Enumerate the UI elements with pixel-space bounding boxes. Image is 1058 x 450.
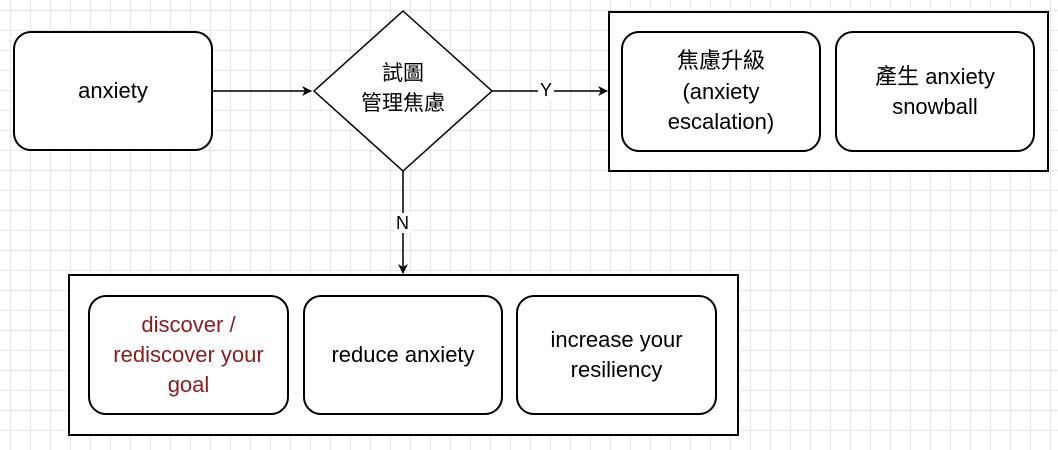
- node-anxiety-label: anxiety: [78, 78, 148, 103]
- edge-label-yes: Y: [538, 80, 555, 100]
- node-goal-line-3: goal: [167, 372, 210, 397]
- node-resiliency-line-1: increase your: [550, 327, 683, 352]
- decision-label-line-2: 管理焦慮: [361, 91, 445, 115]
- node-snowball: 產生 anxiety snowball: [835, 31, 1035, 152]
- edge-label-no: N: [394, 213, 411, 233]
- decision-label-line-1: 試圖: [382, 61, 424, 85]
- node-reduce-anxiety: reduce anxiety: [303, 295, 503, 415]
- node-resiliency: increase your resiliency: [516, 295, 717, 415]
- decision-label: 試圖 管理焦慮: [318, 58, 488, 118]
- decision-diamond: [312, 9, 494, 173]
- node-anxiety: anxiety: [13, 31, 213, 151]
- node-escalation-line-3: escalation): [667, 108, 775, 134]
- node-reduce-anxiety-label: reduce anxiety: [331, 342, 475, 367]
- node-escalation: 焦慮升級 (anxiety escalation): [621, 31, 821, 152]
- node-snowball-line-1: 產生 anxiety: [875, 63, 995, 89]
- node-goal: discover / rediscover your goal: [88, 295, 289, 415]
- node-goal-line-2: rediscover your: [113, 342, 264, 367]
- node-goal-line-1: discover /: [141, 312, 236, 337]
- node-snowball-line-2: snowball: [892, 93, 978, 119]
- node-resiliency-line-2: resiliency: [570, 357, 663, 382]
- node-escalation-line-1: 焦慮升級: [676, 48, 765, 74]
- node-escalation-line-2: (anxiety: [682, 78, 760, 104]
